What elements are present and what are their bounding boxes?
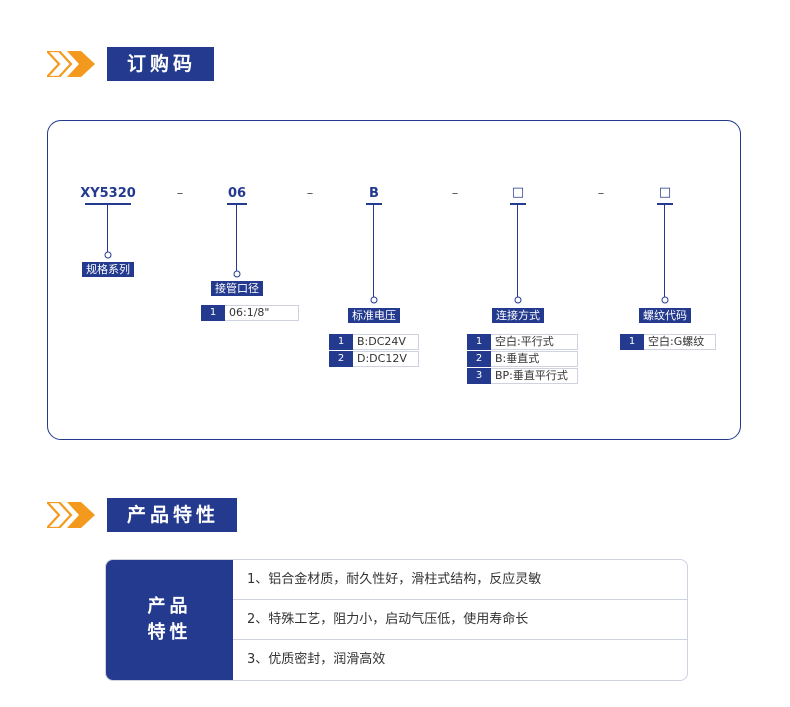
code-separator: – [176, 186, 184, 201]
options-port-size: 1 06:1/8" [201, 305, 299, 322]
option-text: D:DC12V [353, 351, 419, 367]
connector-dot [370, 296, 378, 304]
options-voltage: 1 B:DC24V 2 D:DC12V [329, 334, 419, 368]
code-separator: – [451, 186, 459, 201]
option-row: 3 BP:垂直平行式 [467, 368, 578, 384]
option-text: 空白:平行式 [491, 334, 578, 350]
option-row: 1 空白:G螺纹 [620, 334, 716, 350]
connector-dot [661, 296, 669, 304]
option-num: 1 [329, 334, 353, 350]
code-port-size: 06 [227, 186, 247, 201]
option-text: B:DC24V [353, 334, 419, 350]
code-connection: □ [511, 185, 525, 200]
features-header: 产品特性 [47, 498, 247, 532]
label-thread: 螺纹代码 [639, 308, 691, 323]
features-label-line: 特性 [147, 622, 192, 643]
feature-row: 2、特殊工艺，阻力小，启动气压低，使用寿命长 [233, 600, 687, 640]
code-separator: – [306, 186, 314, 201]
option-num: 2 [329, 351, 353, 367]
label-series: 规格系列 [82, 262, 134, 277]
features-label: 产品 特性 [106, 560, 233, 680]
option-row: 2 D:DC12V [329, 351, 419, 367]
code-underline [366, 203, 382, 205]
code-voltage: B [369, 186, 379, 201]
options-connection: 1 空白:平行式 2 B:垂直式 3 BP:垂直平行式 [467, 334, 578, 385]
code-underline [227, 203, 247, 205]
code-underline [85, 203, 131, 205]
code-underline [657, 203, 673, 205]
option-num: 3 [467, 368, 491, 384]
connector-line [236, 205, 237, 271]
label-port-size: 接管口径 [211, 281, 263, 296]
label-voltage: 标准电压 [348, 308, 400, 323]
options-thread: 1 空白:G螺纹 [620, 334, 716, 351]
features-label-line: 产品 [147, 596, 192, 617]
double-chevron-icon [47, 51, 101, 77]
option-num: 1 [201, 305, 225, 321]
code-separator: – [597, 186, 605, 201]
code-thread: □ [658, 185, 672, 200]
label-connection: 连接方式 [492, 308, 544, 323]
option-text: B:垂直式 [491, 351, 578, 367]
option-num: 1 [620, 334, 644, 350]
option-num: 1 [467, 334, 491, 350]
option-text: 空白:G螺纹 [644, 334, 716, 350]
option-row: 1 B:DC24V [329, 334, 419, 350]
option-num: 2 [467, 351, 491, 367]
code-series: XY5320 [80, 186, 136, 201]
section-title: 产品特性 [107, 498, 238, 532]
connector-dot [514, 296, 522, 304]
features-table: 产品 特性 1、铝合金材质，耐久性好，滑柱式结构，反应灵敏 2、特殊工艺，阻力小… [105, 559, 688, 681]
connector-dot [104, 251, 112, 259]
order-code-diagram [47, 120, 741, 440]
double-chevron-icon [47, 502, 101, 528]
connector-line [664, 205, 665, 297]
order-code-header: 订购码 [47, 47, 247, 81]
connector-line [517, 205, 518, 297]
option-text: BP:垂直平行式 [491, 368, 578, 384]
option-row: 1 空白:平行式 [467, 334, 578, 350]
section-title: 订购码 [107, 47, 215, 81]
feature-row: 1、铝合金材质，耐久性好，滑柱式结构，反应灵敏 [233, 560, 687, 600]
features-rows: 1、铝合金材质，耐久性好，滑柱式结构，反应灵敏 2、特殊工艺，阻力小，启动气压低… [233, 560, 687, 680]
connector-dot [233, 270, 241, 278]
option-row: 2 B:垂直式 [467, 351, 578, 367]
feature-row: 3、优质密封，润滑高效 [247, 652, 386, 667]
option-row: 1 06:1/8" [201, 305, 299, 321]
connector-line [373, 205, 374, 297]
code-underline [510, 203, 526, 205]
option-text: 06:1/8" [225, 305, 299, 321]
connector-line [107, 205, 108, 252]
